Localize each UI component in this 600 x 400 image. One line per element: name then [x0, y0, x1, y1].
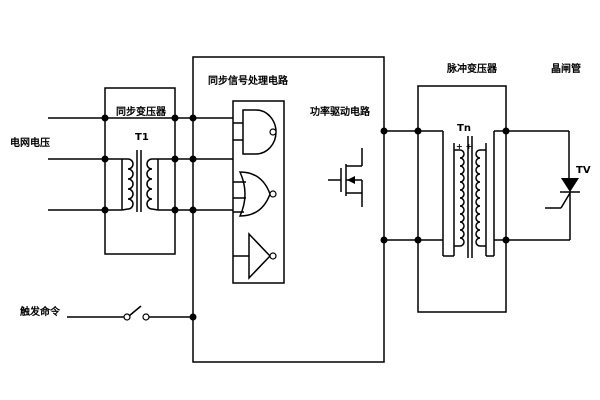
tv-label: TV [576, 165, 591, 176]
polarity-marks: + + [456, 142, 472, 151]
mosfet-symbol [328, 148, 363, 207]
logic-input-wires [193, 117, 233, 211]
thyristor-symbol [561, 178, 579, 192]
grid-input-wires [48, 117, 193, 211]
power-drive-label: 功率驱动电路 [310, 105, 371, 118]
t1-primary-coil [121, 158, 134, 211]
tn-primary-coil [454, 149, 465, 247]
pulse-transformer-box [417, 85, 507, 313]
or-gate [233, 171, 277, 217]
t1-label: T1 [135, 132, 149, 143]
tn-transformer [443, 130, 506, 258]
thyristor-tv [506, 130, 580, 241]
pulse-transformer-label: 脉冲变压器 [446, 62, 498, 75]
and-gate [233, 109, 277, 155]
thyristor-label: 晶闸管 [551, 62, 581, 75]
tn-label: Tn [457, 123, 471, 134]
tn-secondary-coil [475, 149, 486, 247]
junction-dots [101, 114, 510, 321]
logic-gates-box [232, 100, 285, 284]
t1-secondary-coil [146, 158, 159, 211]
drive-output-wires [384, 130, 444, 256]
sync-transformer-label: 同步变压器 [116, 105, 167, 118]
trigger-switch [67, 305, 193, 321]
grid-voltage-label: 电网电压 [10, 136, 50, 149]
not-gate [233, 232, 277, 280]
t1-transformer [105, 150, 193, 212]
trigger-command-label: 触发命令 [19, 305, 61, 318]
sync-transformer-box [104, 87, 176, 255]
sync-processing-label: 同步信号处理电路 [208, 74, 289, 87]
